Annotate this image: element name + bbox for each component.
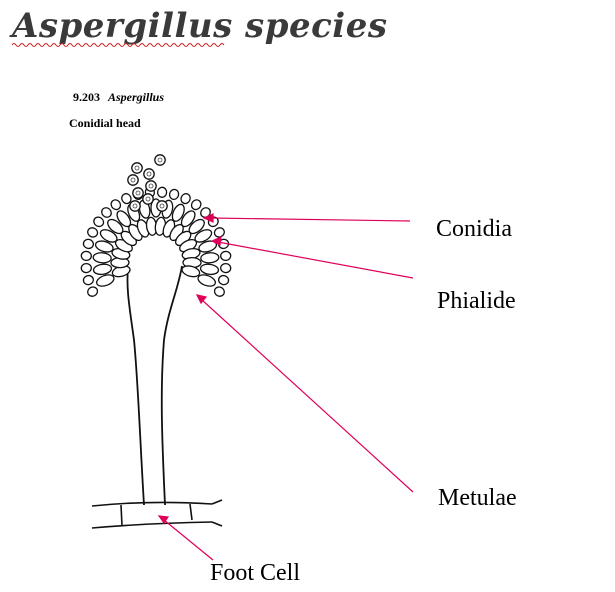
chain-conidium-texture [148, 183, 154, 189]
metulae-pointer [195, 294, 414, 493]
phialide-cell [194, 229, 213, 243]
conidium [217, 274, 230, 286]
phialide-cell [107, 218, 124, 235]
conidium [87, 286, 99, 297]
conidium [121, 193, 132, 205]
conidium [87, 227, 99, 238]
conidium [220, 250, 232, 262]
spellcheck-underline [12, 43, 225, 47]
conidium [168, 188, 180, 201]
metulae-label: Metulae [438, 485, 517, 511]
phialide-cell [199, 263, 220, 276]
figure-number: 9.203 Aspergillus [73, 90, 164, 105]
conidium [217, 238, 230, 250]
conidium [156, 186, 168, 198]
phialide-cell [198, 240, 218, 253]
phialide-cell [197, 274, 216, 287]
conidium [82, 238, 95, 250]
chain-conidium-texture [145, 196, 151, 202]
conidium [213, 286, 225, 297]
foot-cell-label: Foot Cell [210, 560, 301, 586]
metula-cell [181, 265, 201, 278]
figure-subtitle: Conidial head [69, 116, 141, 130]
phialide-cell [99, 229, 118, 243]
chain-conidium-texture [130, 177, 136, 183]
chain-conidium [142, 193, 154, 205]
chain-conidium [145, 180, 157, 192]
conidium [220, 262, 232, 274]
chain-conidium [154, 154, 166, 166]
phialide-cell [96, 274, 115, 287]
conidium [93, 216, 105, 228]
chain-conidium [127, 174, 139, 186]
chain-conidium-texture [146, 171, 152, 177]
chain-conidium-texture [157, 157, 163, 163]
conidia-chains [127, 154, 168, 212]
conidium [82, 274, 95, 286]
chain-conidium [129, 200, 141, 212]
pointer-lines [157, 213, 414, 561]
phialide-cell [171, 203, 185, 222]
figure-number-value: 9.203 [73, 90, 100, 104]
phialide-cell [92, 252, 112, 264]
phialide-cell [188, 218, 205, 235]
substrate-hypha [91, 499, 223, 529]
phialide-cell [94, 240, 114, 253]
conidium [80, 262, 92, 274]
conidium [101, 207, 112, 218]
chain-conidium-texture [159, 203, 165, 209]
conidium [190, 199, 202, 211]
phialide-cell [92, 263, 113, 276]
page-title: Aspergillus species [12, 6, 388, 46]
conidium [180, 193, 191, 205]
metulae-row [110, 216, 202, 278]
figure-genus: Aspergillus [108, 90, 165, 104]
chain-conidium [131, 162, 143, 174]
chain-conidium-texture [135, 190, 141, 196]
phialide-cell [116, 210, 132, 228]
foot-cell-pointer [157, 515, 214, 561]
conidia-label: Conidia [436, 216, 512, 242]
phialide-cell [180, 210, 196, 228]
chain-conidium-texture [132, 203, 138, 209]
conidium [80, 250, 92, 262]
conidium [110, 199, 122, 211]
phialide-cell [200, 252, 220, 264]
phialide-pointer [210, 236, 414, 279]
conidium [213, 227, 225, 238]
conidiophore-stalk [126, 265, 183, 506]
phialide-row [92, 198, 220, 287]
chain-conidium-texture [134, 165, 140, 171]
phialide-label: Phialide [437, 288, 516, 314]
chain-conidium [143, 168, 155, 180]
chain-conidium [156, 200, 168, 212]
conidia-pointer [202, 213, 411, 223]
chain-conidium [132, 187, 144, 199]
